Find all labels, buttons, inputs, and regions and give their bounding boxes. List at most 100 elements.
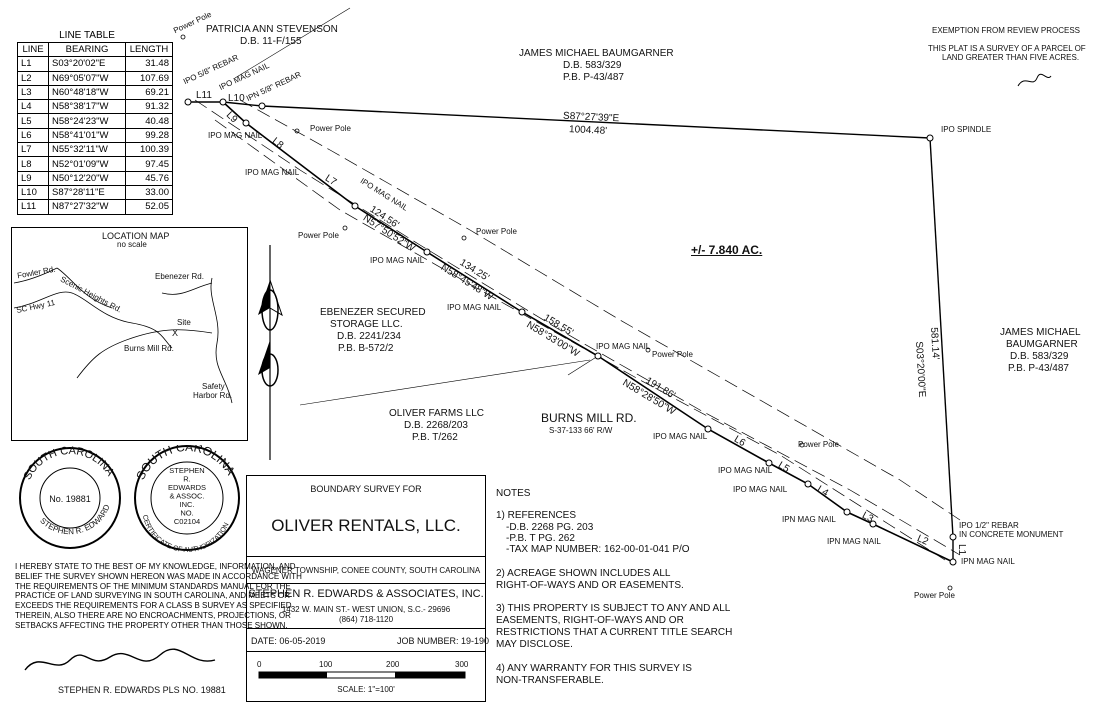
certification-line: I HEREBY STATE TO THE BEST OF MY KNOWLED…	[15, 562, 296, 571]
power-pole-label: Power Pole	[310, 124, 351, 133]
ipo-12-rebar: IPO 1/2" REBAR	[959, 521, 1019, 530]
scale-text: SCALE: 1"=100'	[337, 685, 395, 694]
exemption-line1: THIS PLAT IS A SURVEY OF A PARCEL OF	[928, 44, 1086, 53]
map-site-mark: X	[172, 328, 179, 338]
ipo-mag-nail: IPO MAG NAIL	[370, 256, 425, 265]
table-cell: L10	[17, 184, 49, 201]
firm-phone: (864) 718-1120	[338, 615, 394, 624]
ipn-mag-nail: IPN MAG NAIL	[961, 557, 1015, 566]
title-block: BOUNDARY SURVEY FOR OLIVER RENTALS, LLC.…	[246, 475, 489, 702]
location-map-roads	[13, 267, 233, 404]
acreage: +/- 7.840 AC.	[691, 243, 763, 257]
note-line: 4) ANY WARRANTY FOR THIS SURVEY IS	[496, 663, 692, 674]
firm-address: 1432 W. MAIN ST.- WEST UNION, S.C.- 2969…	[281, 605, 451, 614]
firm-name: STEPHEN R. EDWARDS & ASSOCIATES, INC.	[248, 588, 484, 600]
table-cell: 100.39	[125, 142, 173, 158]
ipn-mag-nail: IPN MAG NAIL	[782, 515, 836, 524]
table-cell: 52.05	[125, 199, 173, 215]
james-e-name2: BAUMGARNER	[1006, 339, 1078, 350]
patricia-db: D.B. 11-F/155	[240, 36, 302, 47]
james-e-db: D.B. 583/329	[1010, 351, 1069, 362]
certification-block: I HEREBY STATE TO THE BEST OF MY KNOWLED…	[15, 562, 302, 631]
ipo-mag-nail: IPO MAG NAIL	[245, 168, 300, 177]
table-cell: 99.28	[125, 127, 173, 144]
label-L1: L1	[956, 543, 968, 556]
scale-tick-300: 300	[455, 660, 469, 669]
ipo-mag-nail: IPO MAG NAIL	[447, 303, 502, 312]
note-line: RIGHT-OF-WAYS AND OR EASEMENTS.	[496, 580, 684, 591]
svg-text:No. 19881: No. 19881	[49, 494, 91, 504]
road-sub: S-37-133 66' R/W	[549, 426, 613, 435]
table-cell: L7	[17, 142, 49, 158]
map-label-ebenezer: Ebenezer Rd.	[155, 272, 204, 281]
scale-tick-100: 100	[319, 660, 333, 669]
ipo-mag-nail: IPO MAG NAIL	[596, 342, 651, 351]
ebenezer-db: D.B. 2241/234	[337, 331, 401, 342]
note-line: -TAX MAP NUMBER: 162-00-01-041 P/O	[506, 544, 690, 555]
ebenezer-pb: P.B. B-572/2	[338, 343, 394, 354]
concrete-monument: IN CONCRETE MONUMENT	[959, 530, 1064, 539]
ipo-mag-nail: IPO MAG NAIL	[733, 485, 788, 494]
ipn-mag-nail: IPN MAG NAIL	[827, 537, 881, 546]
signer-name: STEPHEN R. EDWARDS PLS NO. 19881	[58, 685, 226, 695]
location-map: LOCATION MAP no scale Fowler Rd. Scenic …	[11, 227, 248, 441]
map-label-safety2: Harbor Rd.	[193, 391, 233, 400]
certification-line: PRACTICE OF LAND SURVEYING IN SOUTH CARO…	[15, 591, 291, 601]
table-cell: N50°12'20"W	[48, 170, 126, 186]
oliver-db: D.B. 2268/203	[404, 420, 468, 431]
signature	[24, 648, 216, 671]
certification-line: BELIEF THE SURVEY SHOWN HEREON WAS MADE …	[15, 571, 302, 581]
ebenezer-name2: STORAGE LLC.	[330, 319, 403, 330]
map-label-safety1: Safety	[202, 382, 225, 391]
seal-line: & ASSOC.	[169, 492, 204, 501]
label-L10: L10	[228, 93, 245, 104]
certification-line: EXCEEDS THE REQUIREMENTS FOR A CLASS B S…	[15, 601, 292, 611]
table-cell: 40.48	[125, 113, 173, 129]
note-line: 2) ACREAGE SHOWN INCLUDES ALL	[496, 568, 671, 579]
power-pole-label: Power Pole	[652, 350, 693, 359]
patricia-name: PATRICIA ANN STEVENSON	[206, 24, 338, 35]
note-line: RESTRICTIONS THAT A CURRENT TITLE SEARCH	[496, 627, 733, 638]
note-line: 3) THIS PROPERTY IS SUBJECT TO ANY AND A…	[496, 603, 731, 614]
oliver-name: OLIVER FARMS LLC	[389, 408, 485, 419]
power-pole-label: Power Pole	[476, 227, 517, 236]
seal-line: STEPHEN	[169, 466, 204, 475]
oliver-pb: P.B. T/262	[412, 432, 458, 443]
location-map-subtitle: no scale	[117, 240, 147, 249]
ebenezer-name1: EBENEZER SECURED	[320, 307, 426, 318]
east-distance: 581.14'	[928, 327, 941, 361]
location-map-title: LOCATION MAP	[102, 231, 170, 241]
exemption-initials	[1017, 73, 1052, 87]
scale-bar	[258, 671, 466, 679]
seal-line: INC.	[180, 500, 195, 509]
james-n-name: JAMES MICHAEL BAUMGARNER	[519, 48, 674, 59]
table-cell: 33.00	[125, 184, 173, 201]
power-pole-label: Power Pole	[298, 231, 339, 240]
seals: SOUTH CAROLINA STEPHEN R. EDWARDS No. 19…	[12, 445, 240, 554]
title-heading: BOUNDARY SURVEY FOR	[310, 484, 422, 494]
scale-tick-0: 0	[257, 660, 262, 669]
james-e-name1: JAMES MICHAEL	[1000, 327, 1081, 338]
certification-line: SETBACKS AFFECTING THE PROPERTY OTHER TH…	[15, 620, 288, 630]
power-pole-label: Power Pole	[798, 440, 839, 449]
map-label-site: Site	[177, 318, 191, 327]
survey-date: DATE: 06-05-2019	[251, 636, 326, 646]
seal-line: EDWARDS	[168, 483, 206, 492]
label-L11: L11	[196, 90, 212, 101]
table-cell: N87°27'32"W	[48, 199, 126, 215]
ipo-mag-nail: IPO MAG NAIL	[653, 432, 708, 441]
note-line: NON-TRANSFERABLE.	[496, 675, 604, 686]
seal-line: NO.	[180, 509, 193, 518]
james-n-db: D.B. 583/329	[563, 60, 622, 71]
seal-line: C02104	[174, 517, 200, 526]
road-name: BURNS MILL RD.	[541, 411, 637, 425]
